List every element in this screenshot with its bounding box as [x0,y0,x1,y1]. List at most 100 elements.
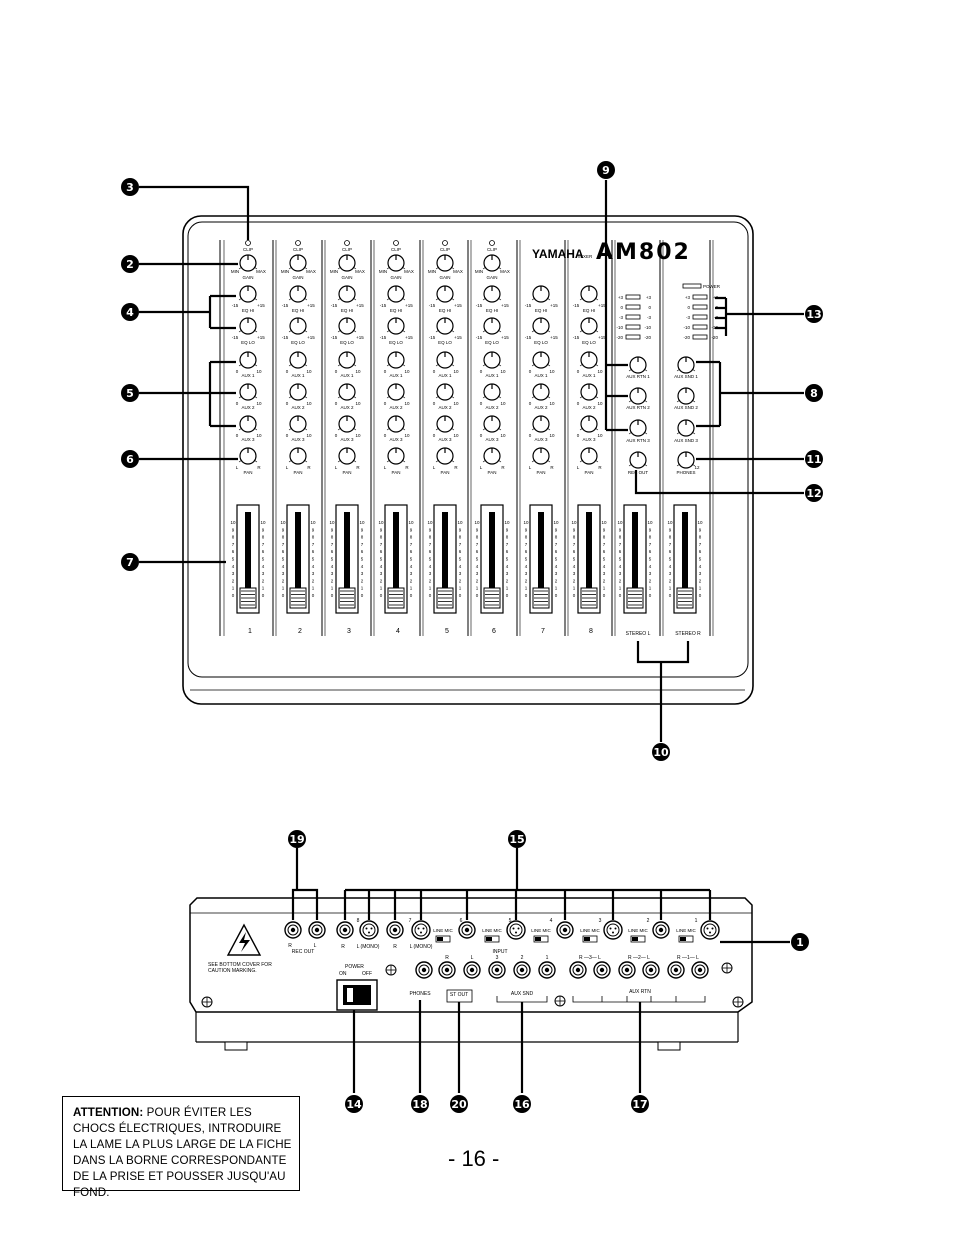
gain-knob[interactable] [337,254,357,272]
aux-rtn1-knob[interactable] [628,356,648,374]
aux-snd3-knob[interactable] [676,419,696,437]
aux-snd3-jack[interactable] [488,961,506,979]
eq-hi-knob[interactable] [337,285,357,303]
line-input-jack[interactable] [556,921,574,939]
fader-scale-label: 1 [603,586,606,591]
phones-knob[interactable] [676,451,696,469]
pan-knob[interactable] [579,447,599,465]
aux1-knob[interactable] [337,351,357,369]
aux3-label: AUX 3 [241,437,255,442]
rec-out-l-jack[interactable] [308,921,326,939]
pan-knob[interactable] [386,447,406,465]
eq-lo-knob[interactable] [386,317,406,335]
mic-input-xlr[interactable] [603,920,623,940]
eq-hi-knob[interactable] [435,285,455,303]
aux2-knob[interactable] [482,383,502,401]
pan-knob[interactable] [288,447,308,465]
aux2-knob[interactable] [288,383,308,401]
eq-hi-knob[interactable] [579,285,599,303]
st-out-l-jack[interactable] [463,961,481,979]
aux3-knob[interactable] [579,415,599,433]
rec-out-knob[interactable] [628,451,648,469]
gain-knob[interactable] [435,254,455,272]
eq-hi-knob[interactable] [386,285,406,303]
aux-snd1-jack[interactable] [538,961,556,979]
aux-rtn2-r-jack[interactable] [618,961,636,979]
aux3-knob[interactable] [482,415,502,433]
rec-out-r-jack[interactable] [284,921,302,939]
mic-input-xlr[interactable] [700,920,720,940]
line-input-jack[interactable] [386,921,404,939]
line-input-jack[interactable] [336,921,354,939]
aux2-knob[interactable] [238,383,258,401]
gain-knob[interactable] [238,254,258,272]
pan-knob[interactable] [337,447,357,465]
eq-lo-knob[interactable] [337,317,357,335]
gain-knob[interactable] [482,254,502,272]
aux3-knob[interactable] [435,415,455,433]
aux-rtn3-r-jack[interactable] [569,961,587,979]
eq-lo-knob[interactable] [238,317,258,335]
pan-knob[interactable] [435,447,455,465]
eq-lo-knob[interactable] [288,317,308,335]
aux2-knob[interactable] [337,383,357,401]
aux-rtn1-l-jack[interactable] [691,961,709,979]
eq-hi-knob[interactable] [288,285,308,303]
mic-input-xlr[interactable] [411,920,431,940]
gain-knob[interactable] [288,254,308,272]
eq-lo-knob[interactable] [435,317,455,335]
eq-lo-knob[interactable] [531,317,551,335]
aux-snd1-knob[interactable] [676,356,696,374]
fader-scale-label: 3 [649,571,652,576]
aux-snd2-jack[interactable] [513,961,531,979]
eq-hi-knob[interactable] [531,285,551,303]
aux1-knob[interactable] [531,351,551,369]
aux-rtn2-l-jack[interactable] [642,961,660,979]
aux1-knob[interactable] [288,351,308,369]
st-out-r-jack[interactable] [438,961,456,979]
aux3-knob[interactable] [531,415,551,433]
eq-hi-knob[interactable] [238,285,258,303]
aux-rtn3-l-jack[interactable] [593,961,611,979]
pan-knob[interactable] [482,447,502,465]
aux-rtn3-knob[interactable] [628,419,648,437]
aux1-knob[interactable] [386,351,406,369]
aux3-knob[interactable] [386,415,406,433]
aux3-knob[interactable] [288,415,308,433]
aux2-knob[interactable] [435,383,455,401]
aux-rtn1-r-jack[interactable] [667,961,685,979]
aux-ten-label: 10 [404,401,410,406]
aux1-knob[interactable] [579,351,599,369]
aux1-knob[interactable] [238,351,258,369]
phones-jack[interactable] [415,961,433,979]
line-input-jack[interactable] [652,921,670,939]
aux-snd2-knob[interactable] [676,387,696,405]
aux3-knob[interactable] [337,415,357,433]
mic-input-xlr[interactable] [359,920,379,940]
line-input-jack[interactable] [458,921,476,939]
gain-knob[interactable] [386,254,406,272]
eq-lo-knob[interactable] [482,317,502,335]
pan-knob[interactable] [531,447,551,465]
aux2-knob[interactable] [579,383,599,401]
pan-knob[interactable] [238,447,258,465]
eq-hi-knob[interactable] [482,285,502,303]
aux2-knob[interactable] [386,383,406,401]
aux2-knob[interactable] [531,383,551,401]
aux-rtn2-knob[interactable] [628,387,648,405]
aux1-knob[interactable] [482,351,502,369]
aux1-knob[interactable] [435,351,455,369]
eq-lo-knob[interactable] [579,317,599,335]
fader-scale-label: 0 [361,593,364,598]
aux3-knob[interactable] [238,415,258,433]
